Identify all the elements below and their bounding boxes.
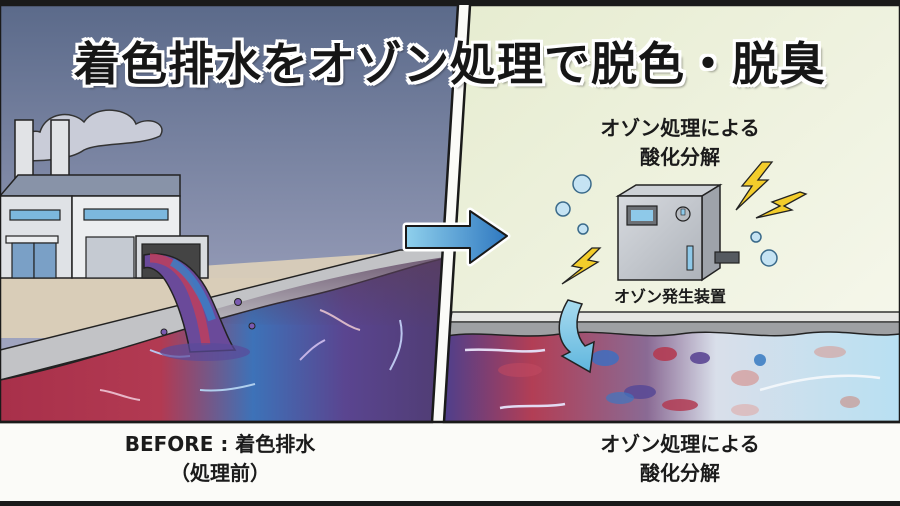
top-border xyxy=(0,0,900,5)
bottom-border xyxy=(0,501,900,506)
after-caption-line2: 酸化分解 xyxy=(640,461,720,485)
after-caption: オゾン処理による 酸化分解 xyxy=(520,430,840,488)
before-caption: BEFORE : 着色排水 （処理前） xyxy=(60,430,380,488)
after-caption-line1: オゾン処理による xyxy=(600,432,760,456)
lightning-icon xyxy=(561,161,808,285)
before-caption-line1: BEFORE : 着色排水 xyxy=(124,432,316,456)
before-caption-line2: （処理前） xyxy=(170,461,270,485)
down-arrow-icon xyxy=(558,299,595,374)
right-panel xyxy=(444,5,900,422)
page-title: 着色排水をオゾン処理で脱色・脱臭 xyxy=(74,37,826,91)
left-panel xyxy=(0,5,458,422)
ozone-generator-icon xyxy=(615,183,740,282)
right-heading-line2: 酸化分解 xyxy=(640,145,720,169)
right-panel-heading: オゾン処理による 酸化分解 xyxy=(560,114,800,172)
ozone-generator-label: オゾン発生装置 xyxy=(613,287,726,306)
right-arrow-icon xyxy=(402,207,511,267)
bubbles-icon xyxy=(555,174,778,267)
right-heading-line1: オゾン処理による xyxy=(600,116,760,140)
